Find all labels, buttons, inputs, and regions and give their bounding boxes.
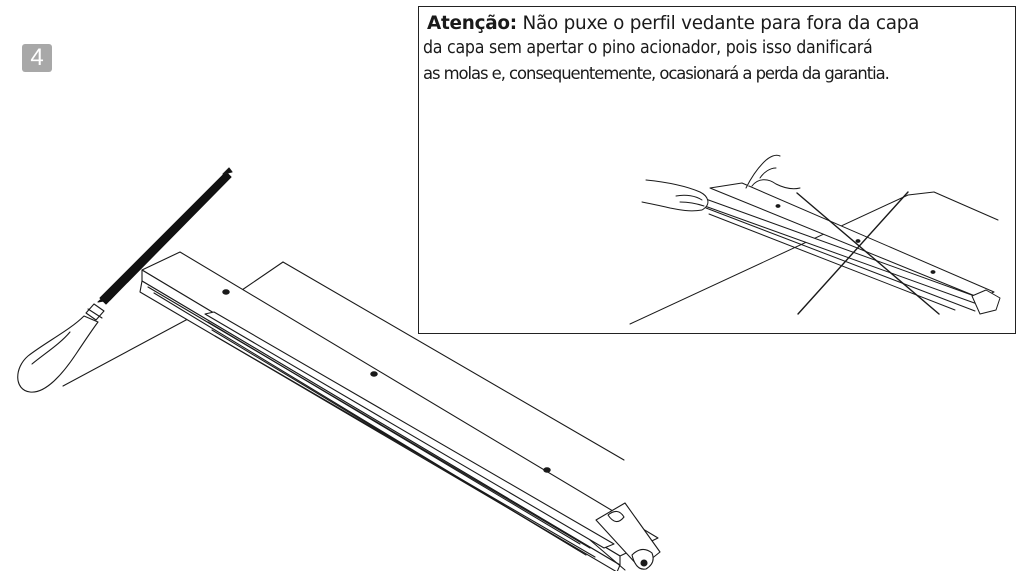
warning-line-3: as molas e, consequentemente, ocasionará… xyxy=(423,64,890,83)
warning-line-1: Atenção: Não puxe o perfil vedante para … xyxy=(423,11,1011,36)
warning-line-1-text: Não puxe o perfil vedante para fora da c… xyxy=(516,13,920,34)
warning-text: Atenção: Não puxe o perfil vedante para … xyxy=(423,11,1011,86)
warning-title: Atenção: xyxy=(427,13,517,34)
step-number-badge: 4 xyxy=(22,44,52,72)
warning-box: Atenção: Não puxe o perfil vedante para … xyxy=(418,6,1016,334)
warning-line-2: da capa sem apertar o pino acionador, po… xyxy=(423,38,873,58)
